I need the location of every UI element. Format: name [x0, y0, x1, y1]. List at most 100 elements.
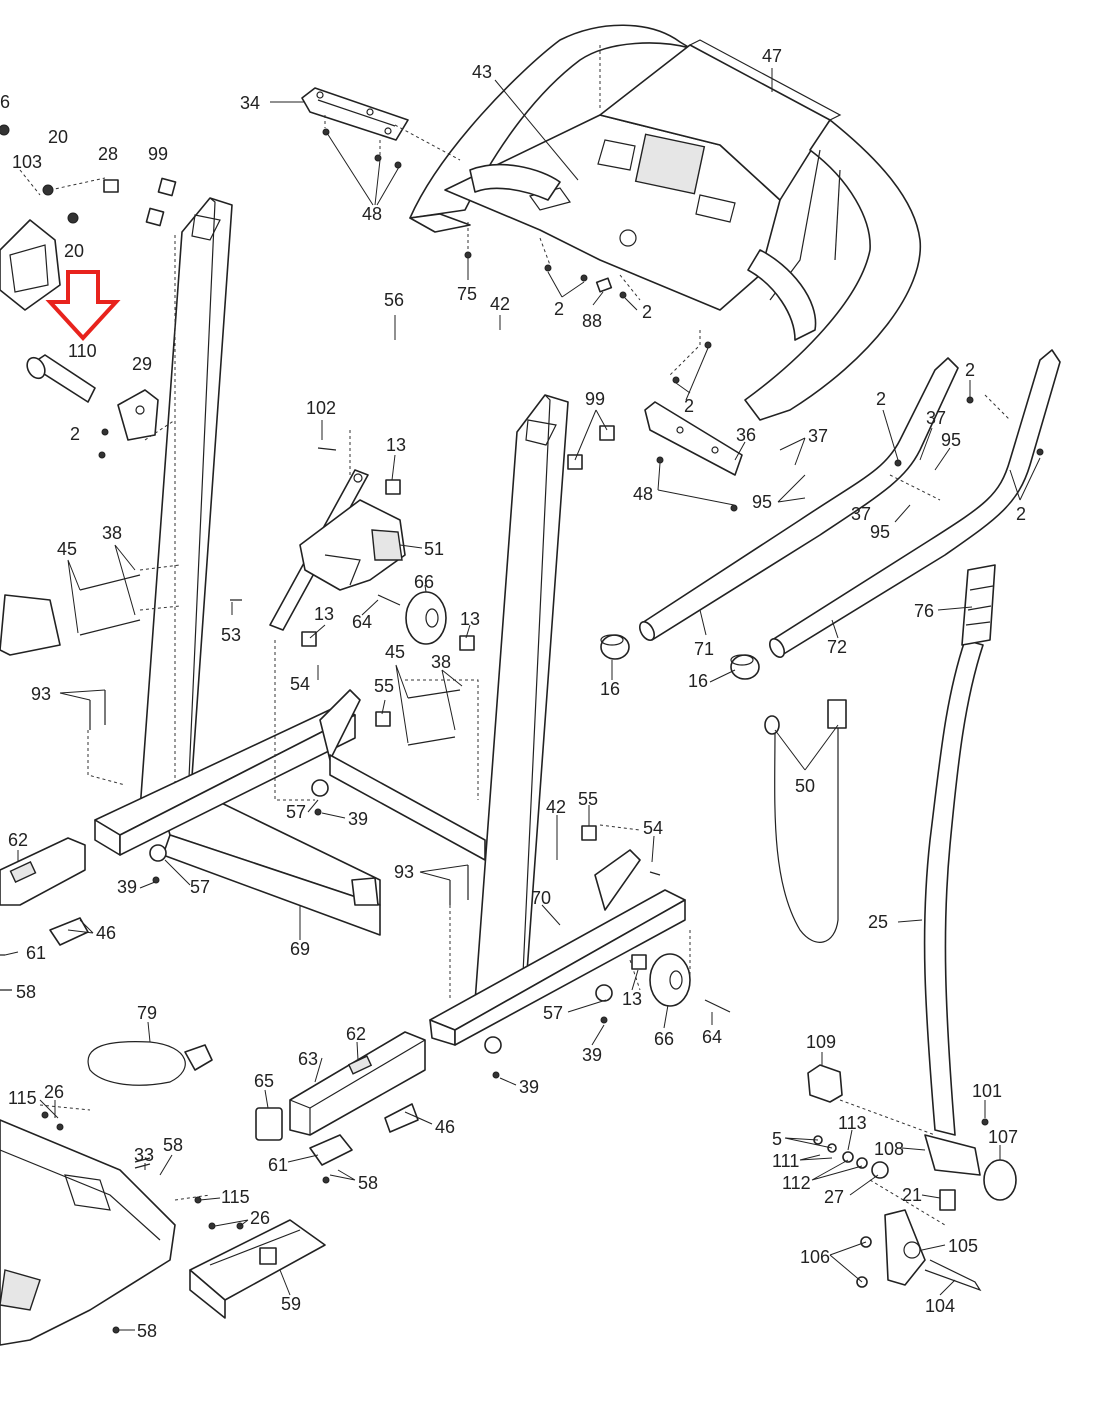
roller-66-lower	[649, 953, 691, 1007]
part-label: 2	[684, 396, 694, 416]
part-label: 38	[431, 652, 451, 672]
part-label: 16	[688, 671, 708, 691]
part-label: 28	[98, 144, 118, 164]
part-label: 13	[622, 989, 642, 1009]
part-label: 48	[362, 204, 382, 224]
roller-66-upper	[405, 591, 447, 645]
part-label: 102	[306, 398, 336, 418]
part-label: 45	[57, 539, 77, 559]
part-label: 95	[870, 522, 890, 542]
leader-lines	[4, 68, 1041, 1331]
part-label: 99	[148, 144, 168, 164]
part-label: 13	[386, 435, 406, 455]
part-label: 107	[988, 1127, 1018, 1147]
part-110-pin	[26, 354, 96, 403]
motor-hood	[0, 1119, 176, 1346]
part-label: 64	[702, 1027, 722, 1047]
part-label: 58	[358, 1173, 378, 1193]
part-29-bracket	[117, 389, 159, 441]
part-label: 70	[531, 888, 551, 908]
part-label: 5	[772, 1129, 782, 1149]
part-label: 26	[250, 1208, 270, 1228]
part-label: 105	[948, 1236, 978, 1256]
part-label: 72	[827, 637, 847, 657]
part-label: 64	[352, 612, 372, 632]
part-label: 69	[290, 939, 310, 959]
part-label: 45	[385, 642, 405, 662]
left-upright	[139, 197, 233, 816]
part-label: 110	[68, 341, 97, 361]
part-label: 71	[694, 639, 714, 659]
part-label: 13	[460, 609, 480, 629]
part-label: 108	[874, 1139, 904, 1159]
left-gearbox	[0, 219, 61, 656]
part-label: 50	[795, 776, 815, 796]
controller-59	[189, 1219, 326, 1319]
part-label: 56	[384, 290, 404, 310]
part-label: 58	[16, 982, 36, 1002]
part-36-bracket	[644, 401, 743, 476]
part-label: 53	[221, 625, 241, 645]
part-label: 2	[642, 302, 652, 322]
part-label: 6	[0, 92, 10, 112]
part-label: 48	[633, 484, 653, 504]
part-label: 20	[64, 241, 84, 261]
part-label: 65	[254, 1071, 274, 1091]
assembly-lines	[19, 45, 1011, 1226]
part-label: 115	[8, 1088, 37, 1108]
part-label: 55	[578, 789, 598, 809]
part-label: 99	[585, 389, 605, 409]
part-label: 2	[554, 299, 564, 319]
part-label: 57	[190, 877, 210, 897]
cable-50	[764, 699, 847, 943]
part-label: 39	[117, 877, 137, 897]
part-label: 115	[221, 1187, 250, 1207]
part-label: 39	[582, 1045, 602, 1065]
incline-motor-51	[269, 469, 406, 631]
part-label: 59	[281, 1294, 301, 1314]
part-label: 76	[914, 601, 934, 621]
part-label: 38	[102, 523, 122, 543]
part-label: 13	[314, 604, 334, 624]
end-cap-16-a	[600, 634, 630, 660]
part-label: 103	[12, 152, 42, 172]
part-label: 113	[838, 1113, 867, 1133]
part-label: 55	[374, 676, 394, 696]
part-label: 54	[290, 674, 310, 694]
part-label: 16	[600, 679, 620, 699]
part-label: 37	[851, 504, 871, 524]
part-label: 95	[941, 430, 961, 450]
block-62-left	[0, 837, 86, 906]
part-label: 93	[394, 862, 414, 882]
part-label: 42	[490, 294, 510, 314]
part-label: 2	[70, 424, 80, 444]
part-label: 25	[868, 912, 888, 932]
part-label: 79	[137, 1003, 157, 1023]
part-label: 36	[736, 425, 756, 445]
part-label: 43	[472, 62, 492, 82]
block-65	[255, 1107, 283, 1141]
part-labels: 6 20 103 28 20 110 29 2 99 34 48 43 47 7…	[0, 46, 1026, 1341]
part-label: 112	[782, 1173, 811, 1193]
part-label: 61	[26, 943, 46, 963]
part-label: 46	[96, 923, 116, 943]
part-label: 61	[268, 1155, 288, 1175]
part-label: 57	[286, 802, 306, 822]
handrail-71	[638, 357, 959, 641]
part-label: 2	[1016, 504, 1026, 524]
base-frame	[94, 689, 686, 1046]
end-cap-16-b	[730, 654, 760, 680]
part-label: 42	[546, 797, 566, 817]
part-label: 62	[8, 830, 28, 850]
fasteners	[0, 124, 1044, 1334]
part-label: 26	[44, 1082, 64, 1102]
part-label: 63	[298, 1049, 318, 1069]
part-label: 47	[762, 46, 782, 66]
part-label: 104	[925, 1296, 955, 1316]
part-34-cover	[301, 87, 409, 169]
part-label: 93	[31, 684, 51, 704]
part-label: 109	[806, 1032, 836, 1052]
handrail-72	[768, 349, 1061, 658]
